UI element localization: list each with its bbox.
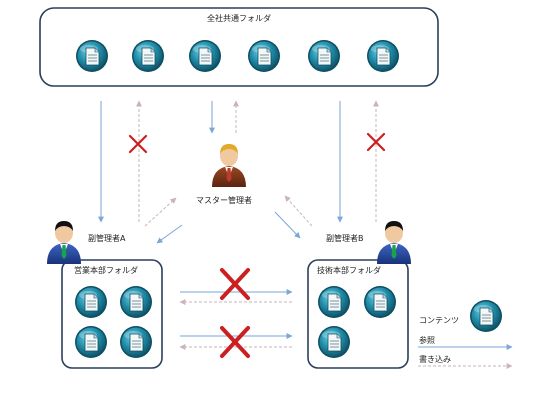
legend: [418, 299, 513, 369]
document-icon: [75, 39, 109, 73]
document-icon: [74, 325, 108, 359]
document-icon: [188, 39, 222, 73]
reference-arrow: [274, 211, 301, 239]
document-icon: [119, 325, 153, 359]
cross-icon: [128, 134, 148, 154]
cross-icon: [366, 132, 386, 152]
document-icon: [363, 285, 397, 319]
sub-admin-b-label: 副管理者B: [326, 234, 364, 243]
deny-marks: [128, 132, 386, 358]
document-icon: [469, 299, 503, 333]
document-icon: [307, 39, 341, 73]
legend-reference-label: 参照: [419, 336, 435, 345]
master-admin-label: マスター管理者: [196, 196, 252, 205]
person-icon: [377, 221, 411, 264]
legend-content-label: コンテンツ: [419, 316, 459, 325]
document-icon: [119, 285, 153, 319]
shared-folder-title: 全社共通フォルダ: [207, 14, 271, 23]
document-icon: [131, 39, 165, 73]
write-arrows: [136, 100, 379, 350]
cross-icon: [220, 326, 250, 358]
person-icon: [47, 221, 81, 264]
document-icon: [317, 325, 351, 359]
sub-admin-a-label: 副管理者A: [88, 234, 126, 243]
document-icon: [247, 39, 281, 73]
document-icon: [317, 285, 351, 319]
legend-write-label: 書き込み: [419, 355, 451, 364]
reference-arrow: [156, 224, 183, 244]
document-icon: [366, 39, 400, 73]
tech-folder-title: 技術本部フォルダ: [317, 266, 381, 275]
write-arrow: [284, 195, 313, 227]
cross-icon: [220, 268, 250, 300]
write-arrow: [144, 197, 177, 227]
sales-folder-title: 営業本部フォルダ: [74, 266, 138, 275]
reference-arrows: [98, 101, 343, 339]
person-icon: [212, 144, 246, 187]
document-icon: [74, 285, 108, 319]
